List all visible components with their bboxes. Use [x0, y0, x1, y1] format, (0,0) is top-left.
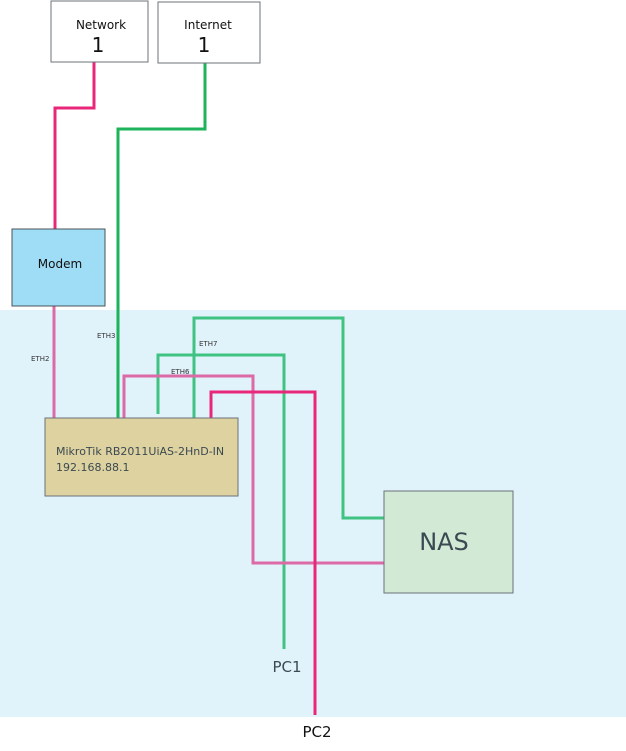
internet-number: 1	[198, 33, 211, 57]
router-box	[44, 417, 239, 497]
port-eth3-label: ETH3	[97, 332, 115, 340]
network-number: 1	[92, 33, 105, 57]
nas-box	[383, 490, 514, 594]
pc1-label: PC1	[272, 658, 301, 676]
link-internet-router-eth3	[116, 63, 207, 419]
port-eth2-label: ETH2	[31, 355, 49, 363]
link-eth6-nas	[122, 374, 384, 565]
modem-box	[11, 228, 106, 307]
link-router-pc1	[156, 353, 286, 649]
lan-zone	[0, 310, 626, 717]
link-router-pc2	[209, 390, 317, 715]
router-model: MikroTik RB2011UiAS-2HnD-IN	[56, 445, 224, 458]
router-ip: 192.168.88.1	[56, 461, 129, 474]
modem-label: Modem	[38, 257, 82, 271]
port-eth7-label: ETH7	[199, 340, 217, 348]
nas-label: NAS	[419, 528, 469, 556]
network-title: Network	[76, 18, 126, 32]
network-box	[50, 0, 149, 63]
pc2-label: PC2	[302, 723, 331, 741]
internet-box	[157, 1, 261, 64]
link-eth7-nas	[192, 316, 384, 520]
internet-title: Internet	[184, 18, 232, 32]
port-eth6-label: ETH6	[171, 368, 190, 376]
link-network-modem	[53, 61, 96, 229]
